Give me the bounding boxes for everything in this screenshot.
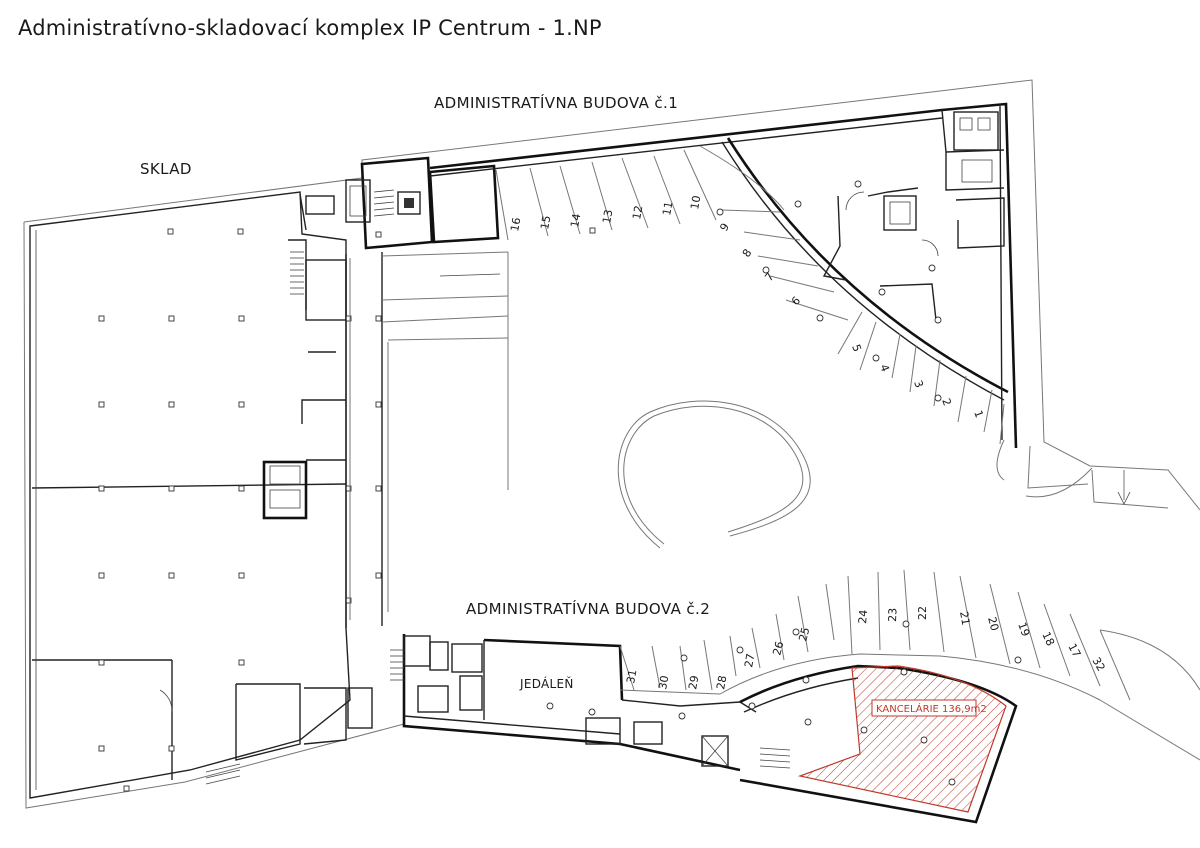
- bay-label: 8: [740, 247, 755, 260]
- courtyard-island: [617, 400, 811, 549]
- bay-label: 11: [660, 200, 675, 216]
- bay-label: 30: [656, 674, 671, 690]
- bay-label: 25: [796, 626, 812, 643]
- bay-label: 22: [916, 606, 929, 620]
- plan-title: Administratívno-skladovací komplex IP Ce…: [18, 16, 602, 40]
- warehouse-label: SKLAD: [140, 160, 192, 178]
- upper-parking-numbers: 16 15 14 13 12 11 10 9 8 7 6 5 4 3 2 1: [508, 194, 986, 419]
- bay-label: 31: [624, 668, 639, 684]
- bay-label: 10: [688, 194, 703, 210]
- bay-label: 26: [770, 640, 786, 657]
- lower-parking-numbers: 31 30 29 28 27 26 25 24 23 22 21 20 19 1…: [624, 606, 1108, 691]
- bay-label: 18: [1039, 630, 1057, 648]
- admin1-entry-block: [299, 156, 500, 250]
- office-label: KANCELÁRIE 136,9m2: [876, 702, 987, 715]
- street-corner: [996, 439, 1169, 509]
- warehouse-columns: [98, 228, 382, 792]
- bay-label: 6: [789, 294, 803, 308]
- admin1-label: ADMINISTRATÍVNA BUDOVA č.1: [434, 93, 678, 112]
- bay-label: 29: [686, 674, 701, 690]
- bay-label: 13: [600, 208, 615, 224]
- bay-label: 12: [630, 204, 645, 220]
- site-boundary: [23, 79, 1200, 809]
- bay-label: 7: [762, 270, 776, 284]
- bay-label: 2: [939, 397, 954, 408]
- bay-label: 16: [508, 216, 523, 232]
- canteen-label: JEDÁLEŇ: [519, 676, 574, 691]
- bay-label: 9: [717, 221, 732, 234]
- bay-label: 24: [856, 609, 870, 624]
- bay-label: 17: [1065, 641, 1083, 659]
- bay-label: 27: [742, 652, 757, 668]
- bay-label: 32: [1089, 655, 1107, 674]
- bay-label: 28: [714, 674, 729, 690]
- bay-label: 4: [877, 363, 892, 374]
- bay-label: 1: [971, 409, 986, 420]
- bay-label: 20: [985, 615, 1001, 632]
- bay-label: 19: [1015, 621, 1032, 639]
- upper-parking: [495, 145, 1005, 445]
- bay-label: 5: [849, 343, 864, 354]
- warehouse-block: [29, 191, 373, 799]
- lower-parking: [546, 569, 1200, 786]
- bay-label: 23: [886, 608, 899, 622]
- admin2-label: ADMINISTRATÍVNA BUDOVA č.2: [466, 599, 710, 618]
- bay-label: 21: [957, 610, 972, 626]
- admin1-wing: [429, 102, 1018, 449]
- bay-label: 3: [911, 379, 926, 390]
- office-label-box: [871, 699, 977, 717]
- bay-label: 14: [568, 212, 583, 228]
- bay-label: 15: [538, 214, 553, 230]
- office-highlight-zone: [797, 665, 1007, 813]
- central-passage: [345, 251, 509, 628]
